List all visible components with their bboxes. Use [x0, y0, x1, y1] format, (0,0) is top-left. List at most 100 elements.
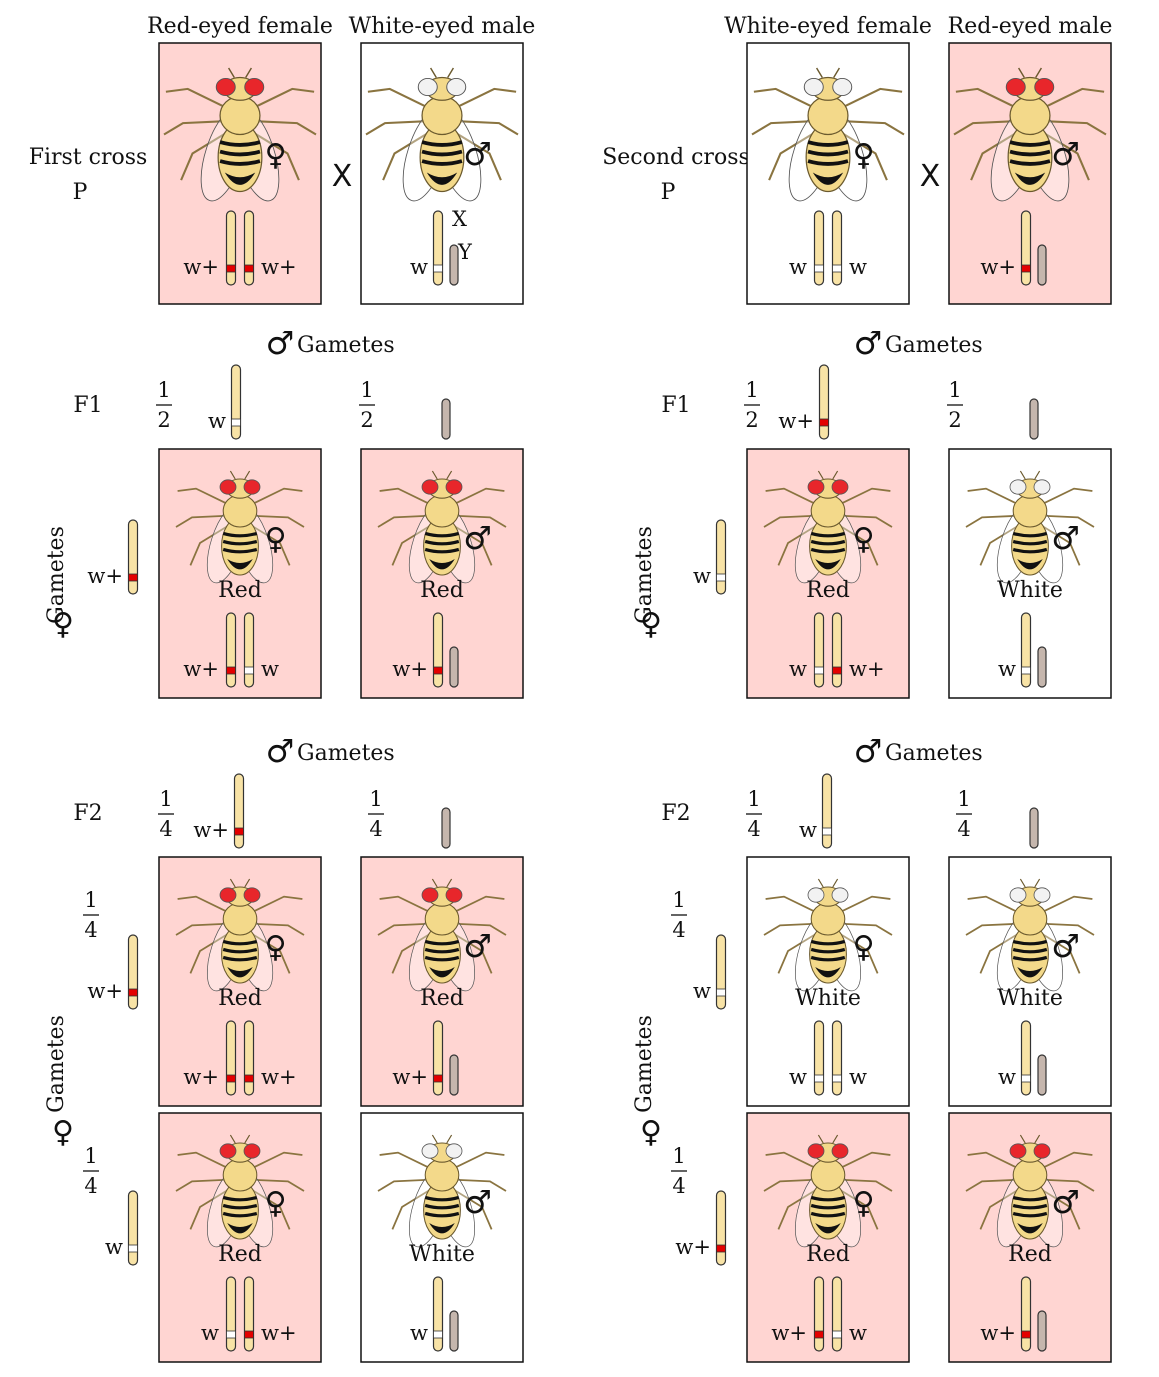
- fly-leg: [765, 895, 818, 914]
- x-chromosome: [230, 364, 242, 440]
- x-chromosome: [821, 773, 833, 849]
- fly-leg: [970, 131, 1018, 181]
- fly-leg: [763, 922, 816, 936]
- female-gametes-label: Gametes: [44, 526, 69, 624]
- female-symbol: ♀: [853, 930, 875, 965]
- fly-leg: [250, 487, 303, 506]
- fly-stripe: [222, 1211, 258, 1218]
- allele-w-plus-band: [128, 988, 138, 997]
- x-chromosome: [127, 519, 139, 595]
- y-chromosome: [1037, 1310, 1047, 1352]
- fly-leg: [1042, 87, 1105, 109]
- allele-w-plus-band: [832, 666, 842, 675]
- chromosome-pair-left: [225, 1276, 237, 1352]
- fraction: 14: [83, 888, 99, 942]
- fraction: 12: [359, 378, 375, 432]
- x-chromosome: [715, 519, 727, 595]
- fly-leg: [250, 1151, 303, 1170]
- red-eye: [243, 479, 261, 495]
- fly-stripe: [424, 547, 460, 554]
- fly-leg: [840, 131, 888, 181]
- x-chromosome: [127, 1190, 139, 1266]
- x-chromosome: [243, 612, 255, 688]
- fly-stripe: [810, 539, 846, 546]
- fly-abdomen-tip: [1014, 172, 1046, 185]
- fly-thorax: [222, 902, 258, 936]
- fly-leg: [777, 524, 818, 566]
- fly-thorax: [810, 902, 846, 936]
- y-chromosome-male: [1037, 244, 1047, 286]
- parent-header: White-eyed female: [724, 14, 932, 39]
- fly-abdomen-tip: [1017, 1223, 1043, 1234]
- fly-leg: [391, 524, 432, 566]
- fly-leg: [777, 932, 818, 974]
- fly-leg: [250, 524, 291, 566]
- fly-leg: [838, 895, 891, 914]
- y-label: Y: [457, 240, 473, 264]
- red-eye: [807, 479, 825, 495]
- fly-stripe: [222, 939, 258, 946]
- row-gamete-chromosome: [715, 519, 727, 595]
- fly-leg: [838, 932, 879, 974]
- fly-leg: [967, 487, 1020, 506]
- fly-antenna: [1017, 67, 1043, 78]
- fly-leg: [163, 120, 225, 136]
- fraction-numerator: 1: [747, 787, 760, 811]
- fly-leg: [1042, 514, 1095, 528]
- fly-leg: [367, 87, 430, 109]
- fly-stripe: [222, 531, 258, 538]
- x-chromosome: [127, 934, 139, 1010]
- male-symbol: ♂: [463, 519, 492, 557]
- fly-leg: [840, 87, 903, 109]
- allele-w-band: [832, 1330, 842, 1339]
- male-symbol: ♂: [463, 135, 492, 173]
- gamete-allele-label: w+: [675, 1235, 711, 1259]
- white-eye: [803, 77, 824, 97]
- fly-leg: [452, 1188, 493, 1230]
- x-chromosome: [813, 612, 825, 688]
- phenotype-label: White: [795, 986, 861, 1011]
- fly-leg: [452, 487, 505, 506]
- fly-abdomen-tip: [426, 172, 458, 185]
- allele-w-band: [1021, 666, 1031, 675]
- allele-label: w: [998, 657, 1016, 681]
- fraction-denominator: 4: [159, 817, 172, 841]
- female-gametes-f2: Gametes: [632, 1015, 657, 1113]
- chromosome-pair-right: [243, 1020, 255, 1096]
- female-gametes-label: Gametes: [632, 526, 657, 624]
- allele-label: w: [849, 1321, 867, 1345]
- fly-leg: [1040, 1151, 1093, 1170]
- fly-red-eyed-female: [175, 878, 305, 992]
- allele-w-band: [226, 1330, 236, 1339]
- chromosome-pair-left: [813, 1020, 825, 1096]
- y-chromosome: [1029, 398, 1039, 440]
- fly-white-eyed-male: [365, 67, 519, 202]
- fly-stripe: [810, 947, 846, 954]
- chromosome-pair-right: [831, 612, 843, 688]
- fraction-denominator: 2: [157, 408, 170, 432]
- allele-label: w+: [183, 657, 219, 681]
- male-symbol: ♂: [463, 927, 492, 965]
- fly-leg: [840, 922, 893, 936]
- fly-leg: [751, 120, 813, 136]
- y-chromosome-male: [449, 646, 459, 688]
- fly-stripe: [421, 149, 463, 157]
- allele-w-plus-band: [234, 827, 244, 836]
- fly-abdomen-tip: [429, 967, 455, 978]
- male-symbol: ♂: [1051, 1183, 1080, 1221]
- fly-leg: [454, 1178, 507, 1192]
- x-chromosome: [831, 210, 843, 286]
- fly-leg: [377, 514, 430, 528]
- female-gametes-label: Gametes: [632, 1015, 657, 1113]
- fly-antenna: [1019, 878, 1041, 888]
- generation-label-p: P: [661, 180, 676, 205]
- fly-abdomen-tip: [227, 1223, 253, 1234]
- red-eye: [243, 887, 261, 903]
- allele-w-plus-band: [226, 666, 236, 675]
- chromosome-pair-left: [813, 1276, 825, 1352]
- y-chromosome: [1037, 1054, 1047, 1096]
- allele-label: w: [789, 255, 807, 279]
- allele-label: w: [789, 1065, 807, 1089]
- chromosome-pair-left: [225, 210, 237, 286]
- generation-label-p: P: [73, 180, 88, 205]
